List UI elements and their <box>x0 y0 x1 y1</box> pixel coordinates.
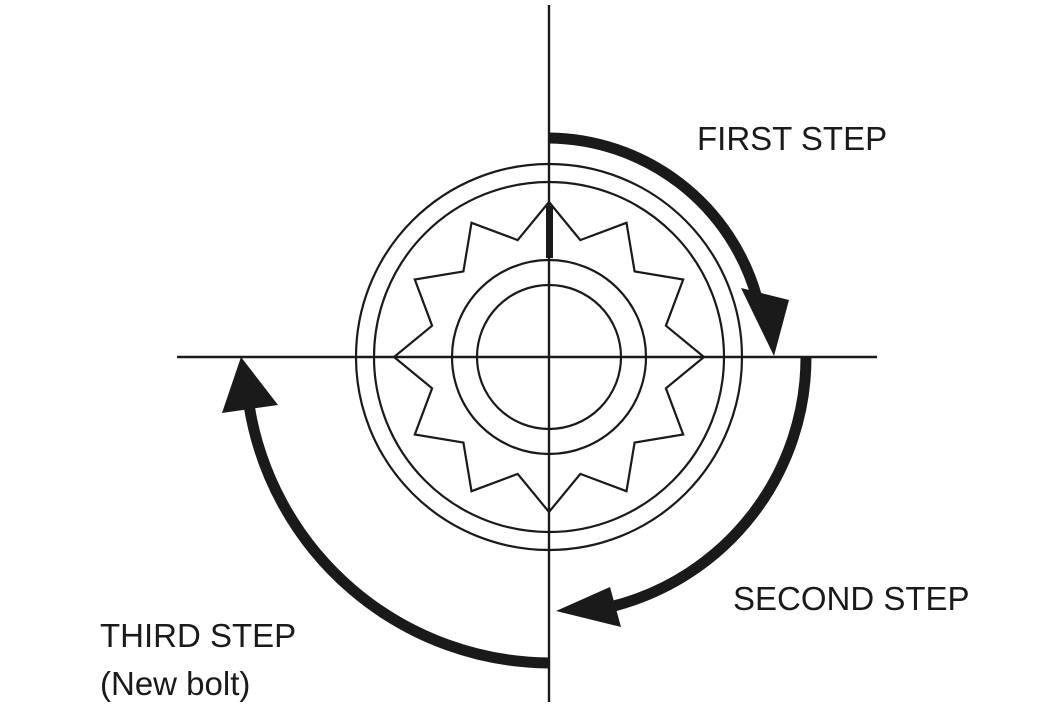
first-step-arc <box>548 132 763 300</box>
spline-head-outline <box>392 200 706 514</box>
third-step-sublabel: (New bolt) <box>100 665 250 702</box>
second-step-arrowhead <box>556 587 621 627</box>
third-step-label: THIRD STEP <box>100 617 296 654</box>
third-step-arrowhead <box>222 357 278 413</box>
third-step-arc <box>243 404 550 669</box>
flange-inner-circle <box>372 180 726 534</box>
second-step-arc <box>612 356 812 612</box>
first-step-label: FIRST STEP <box>697 120 887 157</box>
washer-circle <box>450 258 648 456</box>
first-step-arrowhead <box>741 288 789 356</box>
flange-outer-circle <box>354 162 744 552</box>
second-step-label: SECOND STEP <box>733 580 970 617</box>
reference-mark <box>546 206 553 258</box>
shank-circle <box>475 283 623 431</box>
